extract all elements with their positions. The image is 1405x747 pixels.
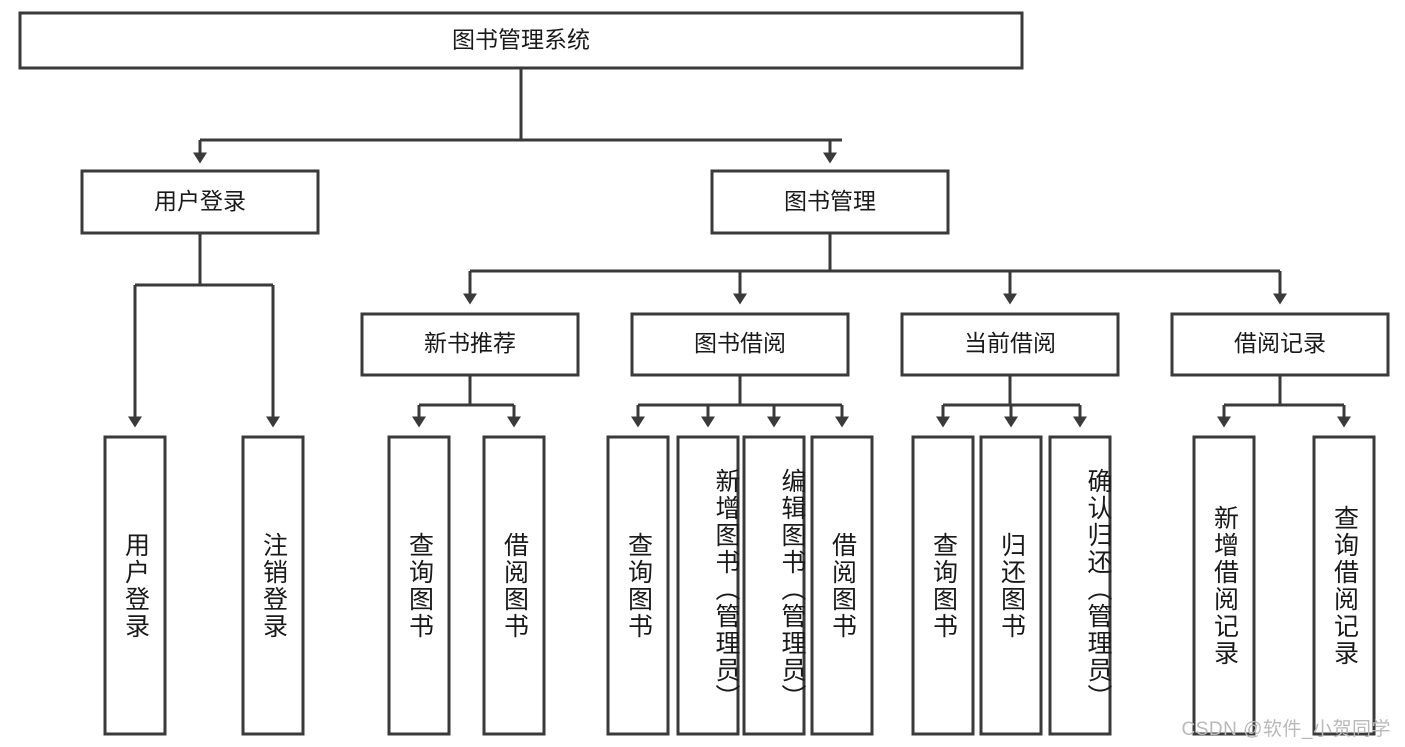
leaf-box-borrow-book-1[interactable] — [482, 435, 546, 736]
watermark: CSDN @软件_小贺同学 — [1181, 719, 1391, 740]
node-user-login[interactable]: 用户登录 — [80, 169, 320, 235]
node-book-manage-label: 图书管理 — [784, 188, 876, 214]
node-book-borrow-label: 图书借阅 — [694, 330, 786, 356]
connector-book-borrow-to-leaves — [631, 375, 849, 428]
connector-root-to-level2 — [193, 68, 842, 164]
leaf-label-query-book-3: 查询图书 — [929, 531, 958, 640]
leaf-label-return-book: 归还图书 — [997, 531, 1026, 640]
connector-new-book-rec-to-leaves — [412, 375, 521, 428]
leaf-box-user-login[interactable] — [103, 435, 167, 736]
node-current-borrow-label: 当前借阅 — [964, 330, 1056, 356]
connector-current-borrow-to-leaves — [936, 375, 1087, 428]
leaf-boxes — [103, 435, 1376, 736]
leaf-box-confirm-return[interactable] — [1048, 435, 1112, 736]
leaf-label-confirm-return: 确认归还（管理员） — [1084, 468, 1112, 711]
node-root-label: 图书管理系统 — [452, 27, 590, 53]
node-root[interactable]: 图书管理系统 — [18, 11, 1024, 70]
leaf-label-query-record: 查询借阅记录 — [1330, 504, 1359, 667]
leaf-box-query-book-3[interactable] — [911, 435, 975, 736]
leaf-label-user-login: 用户登录 — [121, 531, 150, 640]
leaf-box-query-book-2[interactable] — [606, 435, 670, 736]
leaf-box-add-record[interactable] — [1192, 435, 1256, 736]
node-book-borrow[interactable]: 图书借阅 — [630, 312, 850, 377]
leaf-label-add-book: 新增图书（管理员） — [712, 468, 740, 711]
leaf-box-logout[interactable] — [241, 435, 305, 736]
leaf-label-logout: 注销登录 — [259, 531, 288, 640]
leaf-label-add-record: 新增借阅记录 — [1210, 504, 1239, 667]
leaf-label-borrow-book-2: 借阅图书 — [828, 531, 857, 640]
connector-borrow-record-to-leaves — [1217, 375, 1351, 428]
node-borrow-record[interactable]: 借阅记录 — [1170, 312, 1390, 377]
leaf-box-query-book-1[interactable] — [387, 435, 451, 736]
leaf-box-add-book[interactable] — [676, 435, 740, 736]
node-borrow-record-label: 借阅记录 — [1234, 330, 1326, 356]
leaf-box-edit-book[interactable] — [742, 435, 806, 736]
leaf-box-return-book[interactable] — [979, 435, 1043, 736]
node-user-login-label: 用户登录 — [154, 188, 246, 214]
node-book-manage[interactable]: 图书管理 — [710, 169, 950, 235]
leaf-box-query-record[interactable] — [1312, 435, 1376, 736]
node-new-book-rec[interactable]: 新书推荐 — [360, 312, 580, 377]
leaf-label-query-book-1: 查询图书 — [405, 531, 434, 640]
leaf-label-borrow-book-1: 借阅图书 — [500, 531, 529, 640]
leaf-label-query-book-2: 查询图书 — [624, 531, 653, 640]
connector-user-login-to-leaves — [128, 233, 280, 428]
leaf-box-borrow-book-2[interactable] — [810, 435, 874, 736]
node-new-book-rec-label: 新书推荐 — [424, 330, 516, 356]
leaf-label-edit-book: 编辑图书（管理员） — [778, 468, 806, 711]
node-current-borrow[interactable]: 当前借阅 — [900, 312, 1120, 377]
connector-book-manage-to-level3 — [463, 233, 1287, 305]
